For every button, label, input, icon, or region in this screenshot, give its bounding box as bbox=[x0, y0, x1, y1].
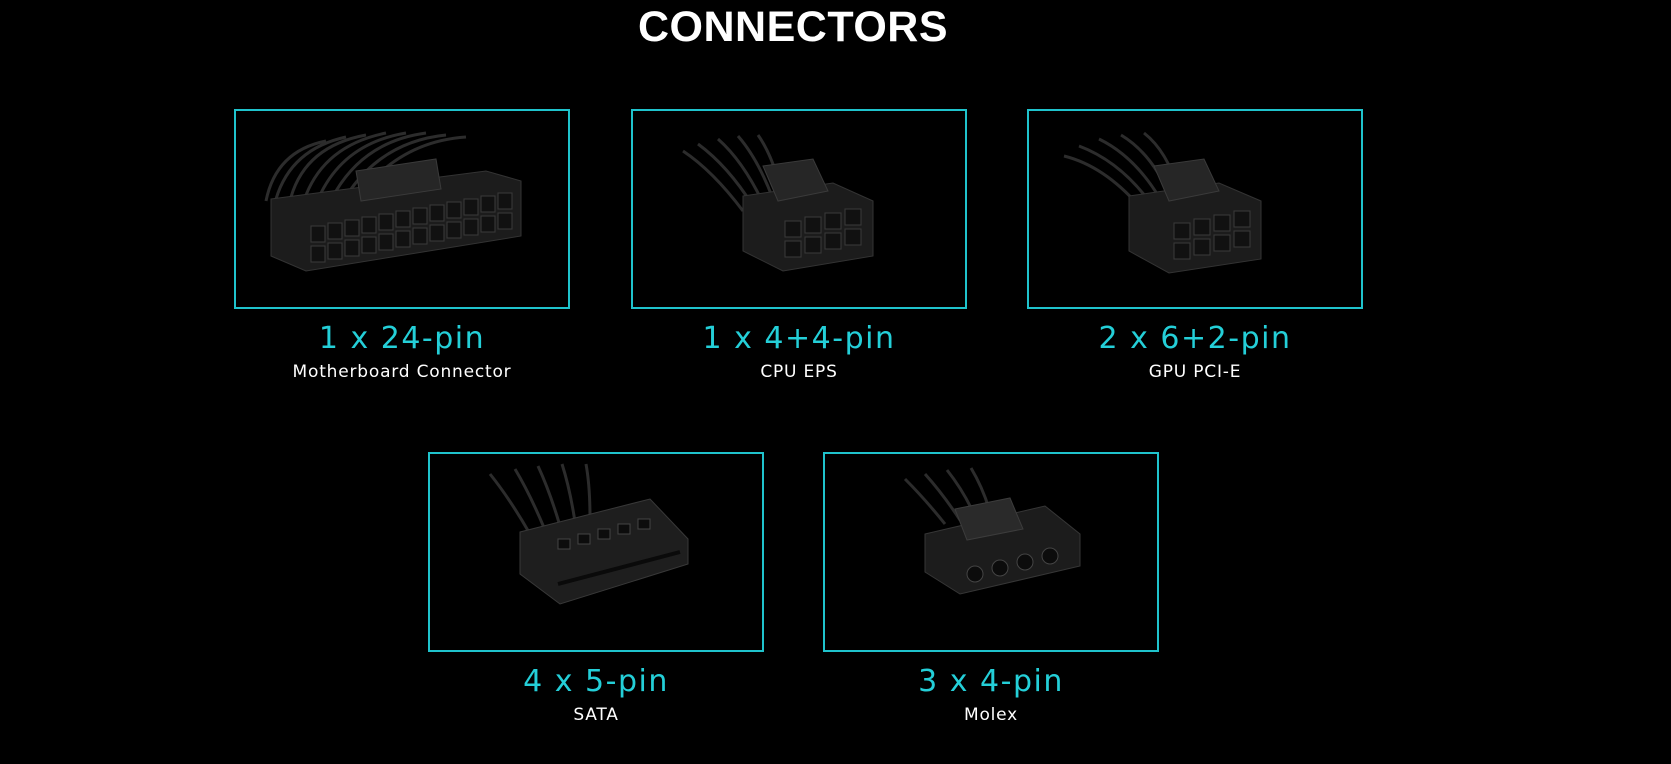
connector-image-frame bbox=[631, 109, 967, 309]
sata-power-connector-image bbox=[488, 463, 689, 605]
page-title: CONNECTORS bbox=[637, 3, 948, 51]
atx-24pin-connector-image bbox=[264, 131, 522, 272]
pcie-connector-image bbox=[1063, 131, 1262, 274]
connector-name-label: GPU PCI-E bbox=[1148, 362, 1242, 382]
connector-image-frame bbox=[428, 452, 764, 652]
connector-image-frame bbox=[823, 452, 1159, 652]
connector-image-frame bbox=[1027, 109, 1363, 309]
pin-count-label: 4 x 5-pin bbox=[523, 664, 669, 699]
connector-name-label: Motherboard Connector bbox=[292, 362, 512, 382]
connector-image-frame bbox=[234, 109, 570, 309]
pin-count-label: 1 x 24-pin bbox=[318, 321, 486, 356]
pin-count-label: 2 x 6+2-pin bbox=[1098, 321, 1292, 356]
connector-name-label: SATA bbox=[573, 705, 619, 725]
pin-count-label: 3 x 4-pin bbox=[918, 664, 1064, 699]
cpu-eps-connector-image bbox=[682, 134, 874, 272]
connector-name-label: Molex bbox=[963, 705, 1018, 725]
molex-connector-image bbox=[903, 467, 1081, 595]
connector-name-label: CPU EPS bbox=[760, 362, 838, 382]
pin-count-label: 1 x 4+4-pin bbox=[702, 321, 896, 356]
